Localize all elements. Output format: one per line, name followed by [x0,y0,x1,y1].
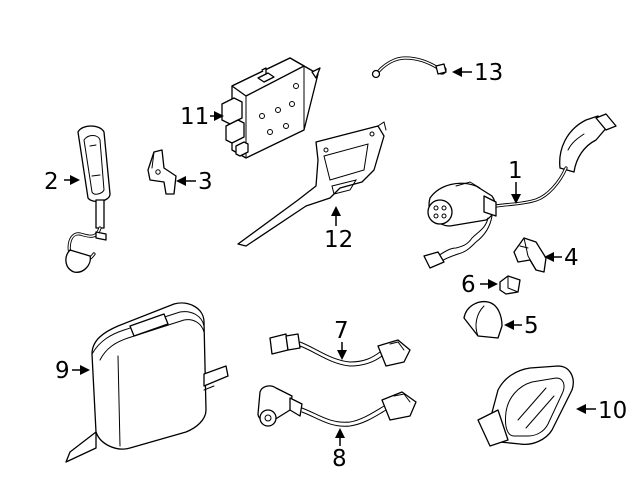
part-1-charging-cable [423,113,617,269]
callout-13: 13 [474,60,503,86]
callout-9: 9 [55,358,70,384]
part-7-harness [269,333,411,367]
callout-labels: 1 2 3 4 5 6 7 8 9 10 11 12 13 [44,60,627,472]
callout-7: 7 [334,318,349,344]
part-8-harness [257,385,417,427]
callout-1: 1 [508,158,523,184]
part-11-control-module [221,57,321,159]
callout-11: 11 [180,104,209,130]
part-10-charge-door [477,365,574,447]
part-2-cord-holder [65,125,111,273]
callout-10: 10 [598,398,627,424]
callout-3: 3 [198,169,213,195]
callout-8: 8 [332,446,347,472]
part-12-bracket [237,121,387,247]
callout-12: 12 [324,227,353,253]
callout-6: 6 [461,272,476,298]
part-3-clip [147,149,177,195]
part-5-cap [463,300,503,339]
callout-leaders [64,67,596,446]
callout-4: 4 [564,245,579,271]
callout-5: 5 [524,313,539,339]
part-13-ground-cable [371,56,447,79]
part-4-bracket [513,237,547,273]
callout-2: 2 [44,169,59,195]
part-6-clip [499,275,521,295]
part-9-charger-case [65,302,229,463]
